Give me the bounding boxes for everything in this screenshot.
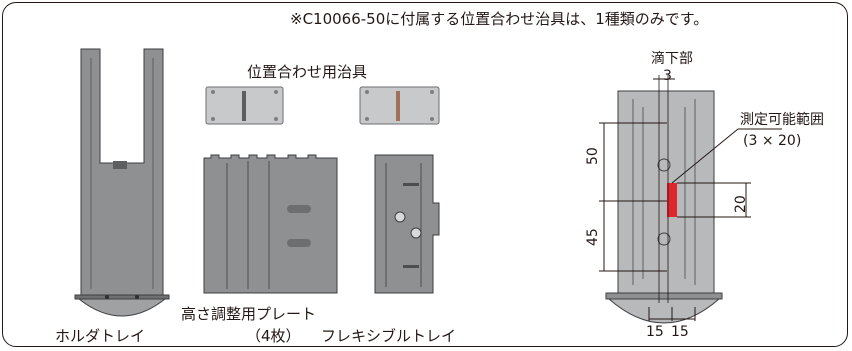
measurable-range-mark	[667, 183, 677, 217]
left-offset-dimension: 15	[646, 324, 664, 340]
alignment-jig-drawings	[205, 86, 440, 125]
upper-length-dimension: 50	[585, 147, 601, 165]
drip-width-dimension: 3	[663, 68, 672, 84]
height-plate-count-label: （4枚）	[246, 327, 301, 345]
flexible-tray-drawing	[374, 154, 440, 294]
alignment-jig-label: 位置合わせ用治具	[247, 63, 368, 81]
drip-area-label: 滴下部	[651, 51, 693, 67]
height-plate-drawing	[203, 154, 338, 294]
flexible-tray-label: フレキシブルトレイ	[321, 327, 457, 345]
lower-length-dimension: 45	[585, 228, 601, 246]
assembly-drawing	[605, 75, 723, 324]
holder-tray-label: ホルダトレイ	[55, 327, 146, 345]
dimension-lines	[599, 78, 782, 321]
holder-tray-drawing	[74, 48, 170, 317]
supply-note: ※C10066-50に付属する位置合わせ治具は、1種類のみです。	[290, 10, 709, 28]
range-height-dimension: 20	[733, 195, 749, 213]
measurable-range-label: 測定可能範囲	[740, 112, 824, 128]
parts-illustration	[74, 48, 782, 324]
right-offset-dimension: 15	[671, 324, 689, 340]
figure-frame: ※C10066-50に付属する位置合わせ治具は、1種類のみです。 位置合わせ用治…	[2, 2, 848, 347]
measurable-range-size-label: (3 × 20)	[743, 133, 802, 149]
height-plate-label: 高さ調整用プレート	[181, 305, 317, 323]
